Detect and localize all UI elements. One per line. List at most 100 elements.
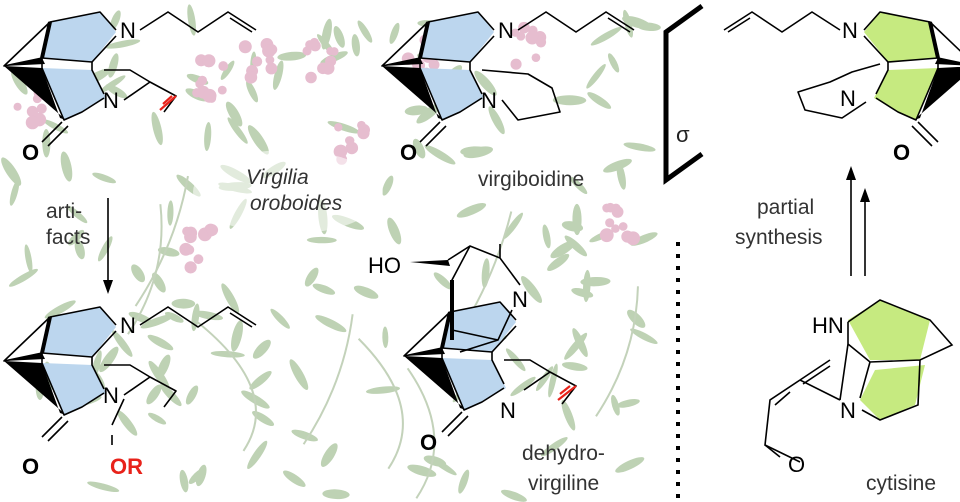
leaf	[382, 175, 394, 196]
flower	[334, 123, 343, 132]
flower	[206, 224, 219, 236]
leaf	[108, 53, 119, 78]
leaf	[622, 15, 652, 29]
carbonyl-bond	[441, 411, 469, 437]
atom-o: O	[22, 140, 39, 165]
wedge-bond	[404, 348, 445, 356]
leaf	[316, 34, 336, 56]
leaf	[321, 18, 332, 50]
wedge-bond	[935, 58, 960, 66]
flower	[25, 115, 40, 130]
flower	[202, 88, 217, 103]
flower	[329, 47, 339, 56]
flower	[345, 136, 355, 146]
leaf	[179, 469, 189, 493]
ring-shading	[864, 12, 938, 62]
leaf	[140, 314, 174, 329]
leaf	[221, 283, 240, 314]
flower	[204, 223, 218, 237]
flower	[263, 40, 274, 51]
leaf	[60, 151, 73, 182]
leaf	[160, 383, 182, 407]
leaf	[564, 235, 588, 257]
atom-hn: HN	[812, 313, 844, 338]
leaf	[191, 303, 200, 332]
atom-o: O	[22, 454, 39, 479]
flower	[13, 102, 22, 111]
leaf	[270, 308, 290, 329]
leaf	[616, 399, 640, 408]
flower	[305, 40, 315, 50]
leaf	[247, 125, 269, 155]
flower	[326, 47, 335, 56]
flower	[196, 85, 210, 99]
stem	[406, 367, 436, 499]
leaf	[289, 359, 309, 391]
leaf	[24, 244, 33, 273]
flower	[182, 226, 192, 236]
stem	[195, 320, 258, 452]
leaf	[460, 146, 488, 157]
leaf	[312, 283, 336, 295]
atom-n: N	[120, 18, 136, 43]
leaf	[131, 264, 146, 283]
flower	[32, 112, 43, 123]
synthesis-arrow-1	[846, 166, 856, 276]
atom-n: N	[498, 18, 514, 43]
ring-shading	[420, 12, 494, 62]
wedge-bond	[914, 66, 960, 120]
flower	[26, 105, 39, 118]
flower	[516, 31, 526, 41]
flower	[358, 124, 370, 136]
atom-o: O	[420, 430, 437, 455]
leaf	[564, 332, 588, 360]
flower	[193, 254, 204, 265]
leaf	[488, 106, 505, 135]
atom-n: N	[481, 88, 497, 113]
leaf	[250, 51, 257, 76]
ring-shading	[42, 12, 116, 62]
leaf	[306, 236, 337, 244]
cage-skeleton	[381, 11, 635, 147]
leaf	[353, 285, 379, 299]
flower	[192, 88, 202, 98]
leaf	[542, 224, 551, 249]
leaf	[603, 158, 632, 173]
carbonyl-bond	[41, 416, 69, 442]
leaf	[272, 60, 284, 90]
bond	[41, 353, 105, 416]
cage-skeleton	[723, 11, 960, 147]
bond	[419, 58, 483, 121]
dehydrovirgiline-label-line1: dehydro-	[522, 442, 605, 465]
leaf	[247, 440, 268, 470]
sigma-symbol: σ	[676, 122, 690, 147]
leaf	[627, 309, 646, 328]
leaf	[503, 212, 524, 239]
flower	[198, 227, 212, 242]
stem	[127, 204, 163, 335]
flower	[309, 37, 319, 47]
leaf	[97, 236, 113, 262]
flower	[321, 61, 335, 75]
leaf	[66, 205, 88, 224]
leaf	[623, 142, 656, 152]
leaf	[87, 481, 120, 493]
plant-background	[1, 4, 661, 502]
leaf	[146, 384, 162, 405]
flower	[525, 31, 540, 45]
leaf	[561, 400, 576, 431]
leaf	[501, 489, 527, 502]
leaf	[458, 469, 470, 494]
butenyl-chain	[723, 11, 841, 33]
leaf	[322, 489, 350, 500]
flower	[179, 242, 193, 256]
leaf	[637, 22, 661, 32]
atom-ho: HO	[368, 253, 401, 278]
plant-label-backdrop	[193, 150, 383, 234]
leaf	[44, 300, 76, 319]
leaf	[42, 119, 69, 134]
flower	[317, 62, 329, 75]
flower	[605, 218, 615, 228]
cage-skeleton	[3, 11, 257, 147]
ring-shading	[42, 307, 116, 357]
